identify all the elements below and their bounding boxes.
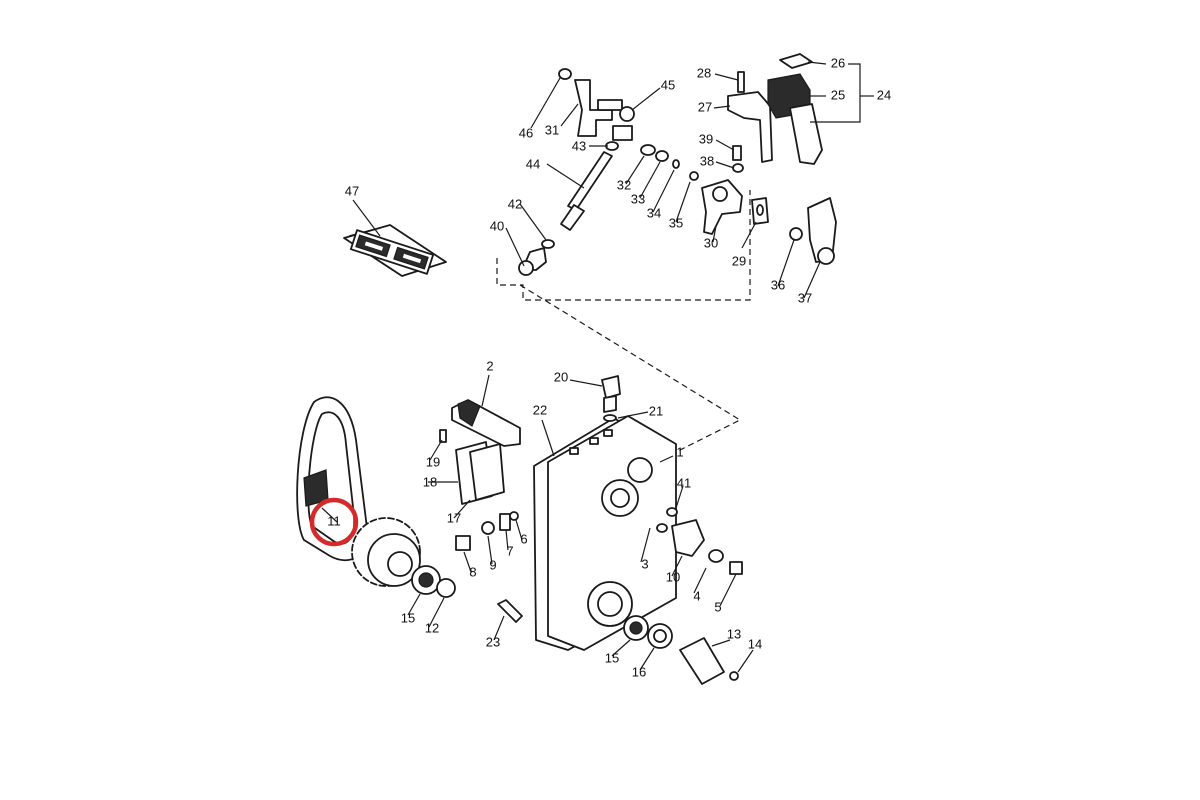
callout-47: 47 (345, 183, 359, 198)
callout-1: 1 (676, 444, 683, 459)
callout-24: 24 (877, 87, 891, 102)
leader-lines (321, 61, 874, 673)
callout-38: 38 (700, 153, 714, 168)
callout-4: 4 (693, 588, 700, 603)
callout-43: 43 (572, 138, 586, 153)
fasteners (455, 507, 743, 685)
callout-29: 29 (732, 253, 746, 268)
bearing-left (411, 565, 456, 598)
highlight-circle-part-11 (309, 497, 359, 547)
callout-21: 21 (649, 403, 663, 418)
callout-7: 7 (506, 543, 513, 558)
callout-46: 46 (519, 125, 533, 140)
callout-35: 35 (669, 215, 683, 230)
callout-5: 5 (714, 599, 721, 614)
decal-part-47 (343, 224, 447, 277)
callout-labels: 1 2 3 4 5 6 7 8 9 10 11 12 13 14 15 15 1… (327, 55, 891, 679)
callout-36: 36 (771, 277, 785, 292)
callout-3: 3 (641, 556, 648, 571)
shaft-and-covers (439, 399, 521, 505)
callout-30: 30 (704, 235, 718, 250)
callout-9: 9 (489, 557, 496, 572)
callout-8: 8 (469, 564, 476, 579)
callout-15-right: 15 (605, 650, 619, 665)
callout-27: 27 (698, 99, 712, 114)
callout-11: 11 (327, 513, 341, 528)
sprocket (351, 517, 421, 587)
callout-2: 2 (486, 358, 493, 373)
callout-12: 12 (425, 620, 439, 635)
callout-14: 14 (748, 636, 762, 651)
callout-25: 25 (831, 87, 845, 102)
callout-45: 45 (661, 77, 675, 92)
callout-42: 42 (508, 196, 522, 211)
callout-22: 22 (533, 402, 547, 417)
callout-37: 37 (798, 290, 812, 305)
callout-28: 28 (697, 65, 711, 80)
callout-6: 6 (520, 531, 527, 546)
linkage-dashed-line (496, 190, 751, 466)
callout-18: 18 (423, 474, 437, 489)
callout-32: 32 (617, 177, 631, 192)
drive-chain-part-11 (296, 396, 368, 562)
callout-16: 16 (632, 664, 646, 679)
callout-26: 26 (831, 55, 845, 70)
callout-41: 41 (677, 475, 691, 490)
callout-20: 20 (554, 369, 568, 384)
callout-33: 33 (631, 191, 645, 206)
callout-23: 23 (486, 634, 500, 649)
callout-15-left: 15 (401, 610, 415, 625)
callout-39: 39 (699, 131, 713, 146)
callout-34: 34 (647, 205, 661, 220)
callout-13: 13 (727, 626, 741, 641)
callout-31: 31 (545, 122, 559, 137)
gearcase-assembly (533, 375, 677, 651)
shift-linkage-assembly (518, 53, 837, 276)
callout-10: 10 (666, 569, 680, 584)
callout-44: 44 (526, 156, 540, 171)
callout-40: 40 (490, 218, 504, 233)
bearing-right (623, 615, 673, 649)
callout-19: 19 (426, 454, 440, 469)
callout-17: 17 (447, 510, 461, 525)
